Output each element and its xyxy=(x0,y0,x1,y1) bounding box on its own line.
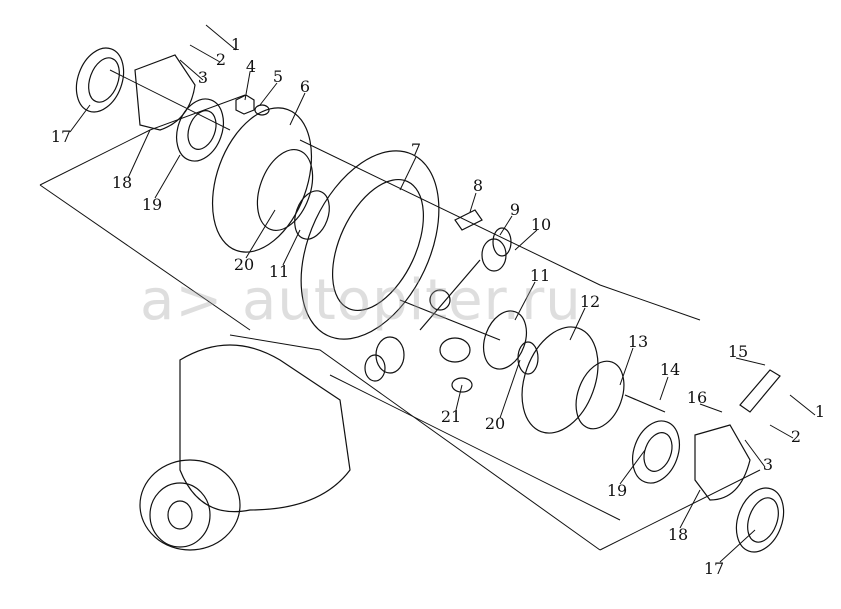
callout-21: 21 xyxy=(440,407,462,426)
nut xyxy=(235,94,255,115)
callout-6: 6 xyxy=(299,77,311,96)
ring-gear xyxy=(300,150,440,340)
carrier-housing xyxy=(139,344,351,551)
watermark: a> autopiter.ru xyxy=(140,268,582,333)
callout-1: 1 xyxy=(230,35,242,54)
planet-gear-top xyxy=(481,238,507,272)
callout-8: 8 xyxy=(472,176,484,195)
callout-2: 2 xyxy=(215,50,227,69)
bearing-left xyxy=(176,98,224,162)
adjusting-nut-left xyxy=(75,47,125,113)
callout-3b: 3 xyxy=(762,455,774,474)
callout-18: 18 xyxy=(111,173,133,192)
callout-15: 15 xyxy=(727,342,749,361)
side-gear-left xyxy=(294,190,330,240)
callout-17: 17 xyxy=(50,127,72,146)
callout-12: 12 xyxy=(579,292,601,311)
callout-10: 10 xyxy=(530,215,552,234)
callout-9: 9 xyxy=(509,200,521,219)
washer xyxy=(254,104,270,116)
callout-17b: 17 xyxy=(703,559,725,578)
callout-2b: 2 xyxy=(790,427,802,446)
callout-7: 7 xyxy=(410,140,422,159)
callout-11b: 11 xyxy=(529,266,551,285)
thrust-washer-right xyxy=(517,341,539,375)
callout-18b: 18 xyxy=(667,525,689,544)
callout-3: 3 xyxy=(197,68,209,87)
adjusting-nut-right xyxy=(735,487,785,553)
side-gear-right xyxy=(482,310,528,370)
callout-20b: 20 xyxy=(484,414,506,433)
callout-16: 16 xyxy=(686,388,708,407)
bearing-cap-right xyxy=(694,424,751,501)
callout-14: 14 xyxy=(659,360,681,379)
callout-5: 5 xyxy=(272,67,284,86)
callout-1b: 1 xyxy=(814,402,826,421)
callout-19b: 19 xyxy=(606,481,628,500)
thrust-washer-bottom xyxy=(451,377,473,393)
planet-gear-left xyxy=(375,336,405,374)
callout-13: 13 xyxy=(627,332,649,351)
planet-gear-bottom xyxy=(439,337,471,363)
cross-spider xyxy=(399,259,501,341)
differential-case-right xyxy=(521,326,625,434)
callout-4: 4 xyxy=(245,57,257,76)
thrust-washer-left xyxy=(364,354,386,382)
thrust-washer xyxy=(492,227,512,257)
callout-20: 20 xyxy=(233,255,255,274)
differential-case-half xyxy=(211,107,314,253)
callout-11: 11 xyxy=(268,262,290,281)
shaft-pin xyxy=(624,394,666,413)
callout-19: 19 xyxy=(141,195,163,214)
bearing-right xyxy=(632,420,680,484)
bearing-cap-left xyxy=(134,54,196,131)
bolt xyxy=(454,209,483,231)
pin-15 xyxy=(739,369,781,413)
